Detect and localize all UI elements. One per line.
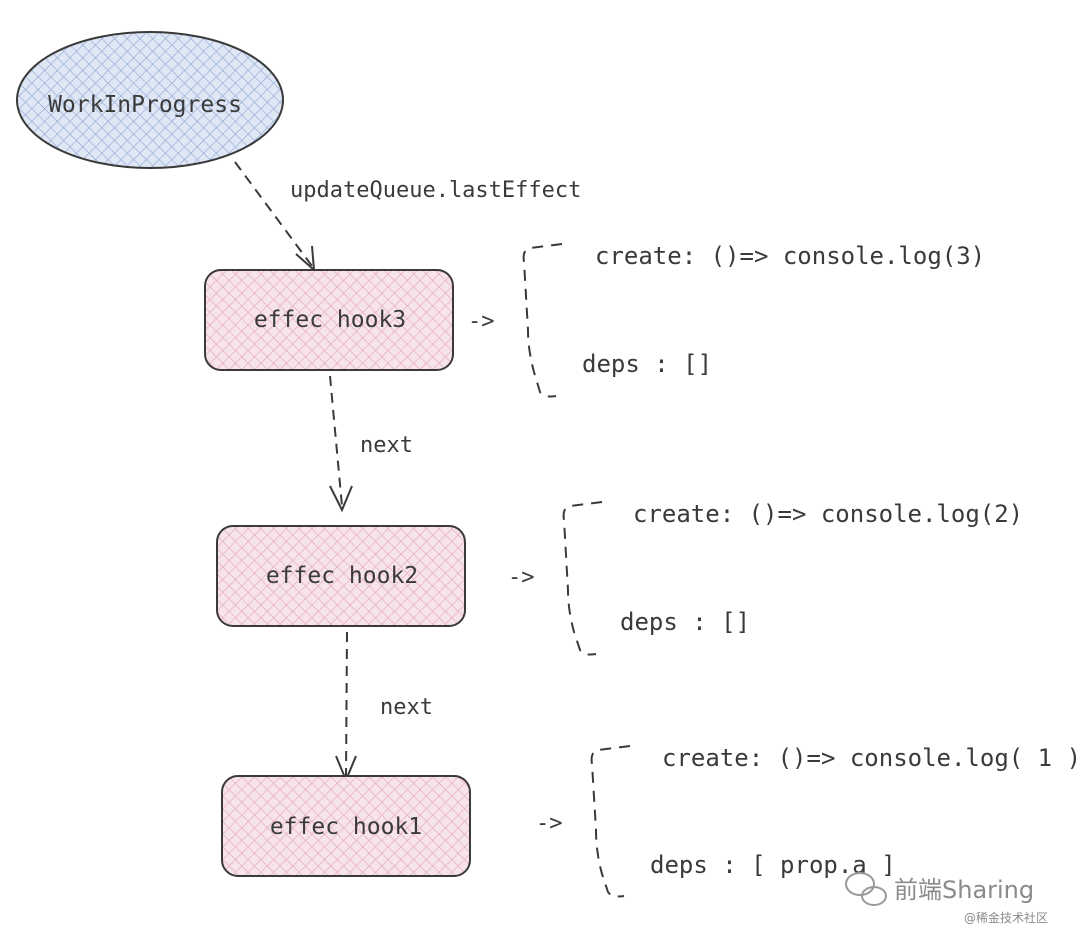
hook2-create-text: create: ()=> console.log(2) — [633, 500, 1023, 528]
hook3-label: effec hook3 — [254, 307, 406, 333]
hook3-node: effec hook3 — [204, 269, 454, 371]
hook2-object-arrow: -> — [508, 565, 535, 590]
hook2-label: effec hook2 — [266, 563, 418, 589]
hook3-object-arrow: -> — [468, 309, 495, 334]
watermark-sub: @稀金技术社区 — [964, 910, 1048, 925]
hook3-create-text: create: ()=> console.log(3) — [595, 242, 985, 270]
next-label-1: next — [360, 433, 413, 458]
hook1-label: effec hook1 — [270, 814, 422, 840]
hook1-node: effec hook1 — [221, 775, 471, 877]
root-edge-label: updateQueue.lastEffect — [290, 178, 581, 203]
hook1-deps-text: deps : [ prop.a ] — [650, 851, 896, 879]
hook1-object-bracket — [590, 745, 631, 898]
hook2-to-hook1-edge — [335, 631, 357, 783]
hook2-node: effec hook2 — [216, 525, 466, 627]
watermark: 前端Sharing @稀金技术社区 — [845, 872, 1048, 925]
hook2-deps-text: deps : [] — [620, 608, 750, 636]
hook3-deps-text: deps : [] — [582, 350, 712, 378]
next-label-2: next — [380, 695, 433, 720]
hook2-object-bracket — [562, 501, 603, 656]
workinprogress-node: WorkInProgress — [16, 31, 284, 169]
workinprogress-label: WorkInProgress — [48, 92, 242, 118]
hook3-to-hook2-edge — [329, 375, 353, 513]
watermark-brand: 前端Sharing — [894, 876, 1034, 904]
hook3-object-bracket — [522, 243, 563, 398]
wechat-icon — [845, 872, 887, 906]
hook1-create-text: create: ()=> console.log( 1 ) — [662, 744, 1080, 772]
hook1-object-arrow: -> — [536, 811, 563, 836]
